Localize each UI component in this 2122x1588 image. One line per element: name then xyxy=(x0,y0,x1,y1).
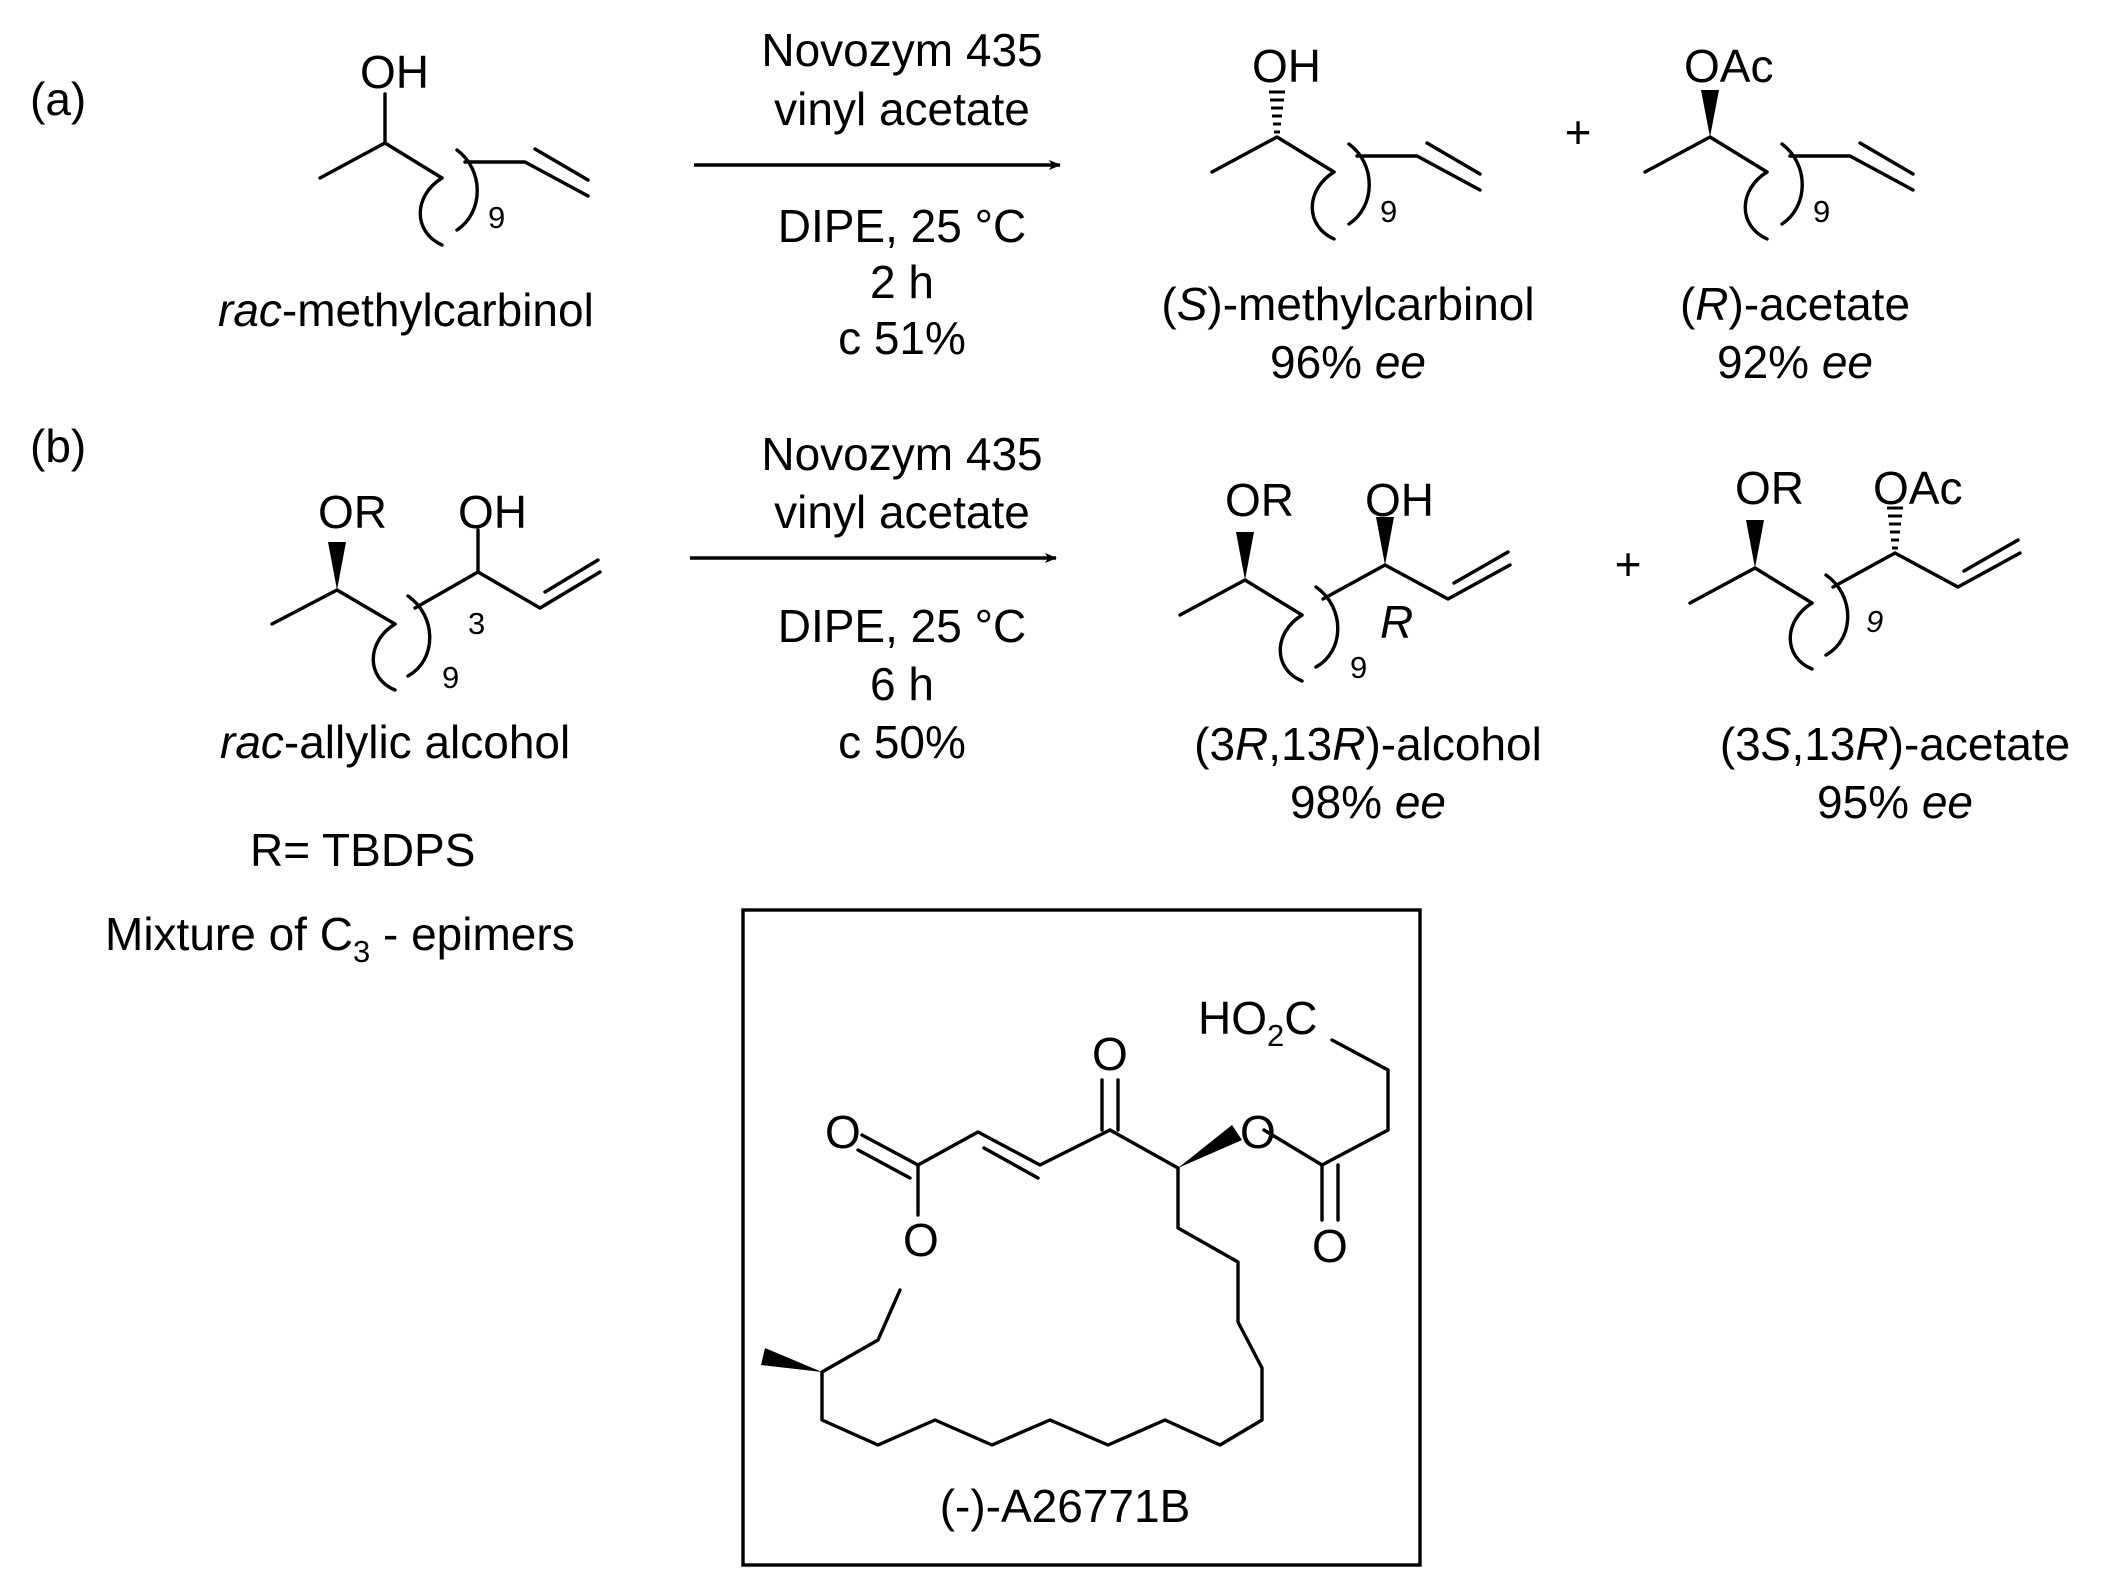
conditions-b-conversion: c 50% xyxy=(838,716,966,768)
ring-oxygen-label: O xyxy=(903,1214,939,1266)
conditions-a-time: 2 h xyxy=(870,256,934,308)
product-a2-ee: 92% ee xyxy=(1717,336,1873,388)
repeat-count-label: 9 xyxy=(1866,604,1883,639)
repeat-count-label: 9 xyxy=(1813,194,1830,229)
reactant-b-name: rac-allylic alcohol xyxy=(220,716,570,768)
rac-allylic-alcohol-structure: OR OH 3 9 xyxy=(270,486,602,695)
silyl-ether-label: OR xyxy=(1735,462,1804,514)
product-a2-name: (R)-acetate xyxy=(1680,278,1910,330)
natural-product-name: (-)-A26771B xyxy=(940,1480,1191,1532)
natural-product-box xyxy=(741,908,1422,1567)
stereo-descriptor-label: R xyxy=(1380,596,1413,648)
succinate-carbonyl-oxygen-label: O xyxy=(1312,1220,1348,1272)
ketone-oxygen-label: O xyxy=(1092,1028,1128,1080)
rac-methylcarbinol-structure: OH 9 xyxy=(318,46,590,247)
silyl-ether-label: OR xyxy=(318,486,387,538)
conditions-a-solvent-temp: DIPE, 25 °C xyxy=(778,200,1027,252)
reactant-a-name: rac-methylcarbinol xyxy=(218,284,594,336)
r-acetate-structure: OAc 9 xyxy=(1643,40,1915,241)
plus-sign-a: + xyxy=(1565,106,1592,158)
hydroxyl-label: OH xyxy=(458,486,527,538)
conditions-b-solvent-temp: DIPE, 25 °C xyxy=(778,600,1027,652)
product-b2-ee: 95% ee xyxy=(1817,776,1973,828)
conditions-a-acyl-donor: vinyl acetate xyxy=(774,83,1030,135)
conditions-a-enzyme: Novozym 435 xyxy=(761,24,1042,76)
epimer-mixture-note: Mixture of C3 - epimers xyxy=(105,908,575,969)
repeat-count-label: 9 xyxy=(1350,650,1367,685)
hydroxyl-label: OH xyxy=(1252,40,1321,92)
acetoxy-label: OAc xyxy=(1873,462,1962,514)
product-b1-ee: 98% ee xyxy=(1290,776,1446,828)
s-methylcarbinol-structure: OH 9 xyxy=(1210,40,1482,241)
acetoxy-label: OAc xyxy=(1684,40,1773,92)
product-b1-name: (3R,13R)-alcohol xyxy=(1194,718,1542,770)
conditions-a-conversion: c 51% xyxy=(838,312,966,364)
part-b-label: (b) xyxy=(30,420,86,472)
conditions-b-time: 6 h xyxy=(870,658,934,710)
product-b2-name: (3S,13R)-acetate xyxy=(1720,718,2070,770)
product-a1-ee: 96% ee xyxy=(1270,336,1426,388)
silyl-ether-label: OR xyxy=(1225,474,1294,526)
conditions-b-enzyme: Novozym 435 xyxy=(761,428,1042,480)
carbon-locant-label: 3 xyxy=(468,606,485,641)
r-group-definition: R= TBDPS xyxy=(250,824,475,876)
3s-13r-acetate-structure: OR OAc 9 xyxy=(1688,462,2022,671)
repeat-count-label: 9 xyxy=(442,660,459,695)
conditions-b-acyl-donor: vinyl acetate xyxy=(774,486,1030,538)
repeat-count-label: 9 xyxy=(1380,194,1397,229)
part-a-label: (a) xyxy=(30,73,86,125)
hydroxyl-label: OH xyxy=(1365,474,1434,526)
product-a1-name: (S)-methylcarbinol xyxy=(1161,278,1534,330)
hydroxyl-label: OH xyxy=(360,46,429,98)
ester-carbonyl-oxygen-label: O xyxy=(825,1106,861,1158)
a26771b-structure: O O O O O HO2C xyxy=(761,992,1390,1447)
acyl-oxygen-label: O xyxy=(1240,1106,1276,1158)
carboxylic-acid-label: HO2C xyxy=(1198,992,1317,1053)
plus-sign-b: + xyxy=(1615,538,1642,590)
repeat-count-label: 9 xyxy=(488,200,505,235)
3r-13r-alcohol-structure: OR OH 9 R xyxy=(1178,474,1512,685)
